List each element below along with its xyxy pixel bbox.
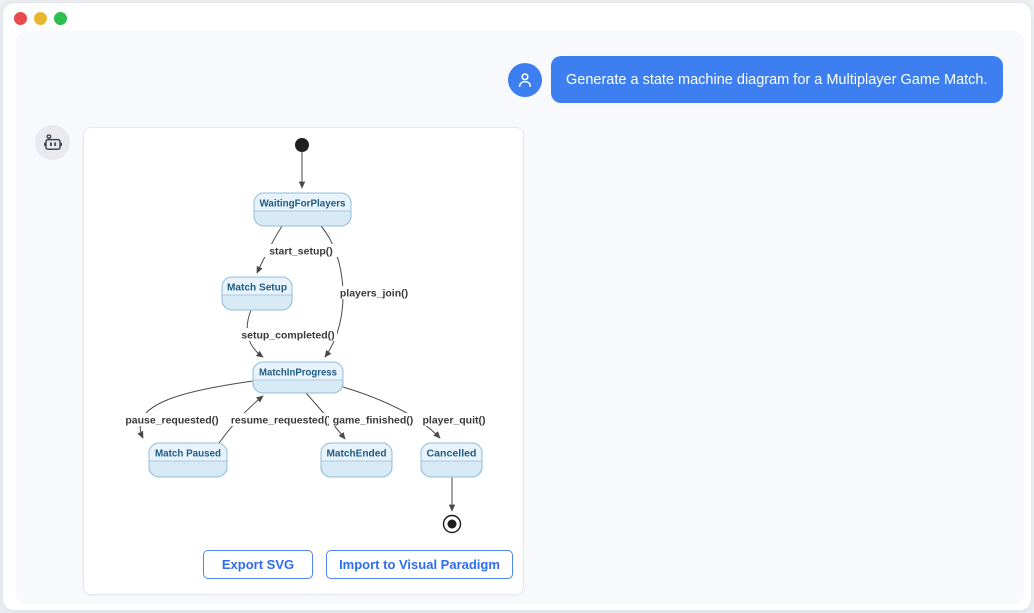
svg-text:Match Paused: Match Paused	[155, 448, 221, 460]
robot-icon	[43, 134, 62, 150]
svg-text:player_quit(): player_quit()	[422, 415, 485, 427]
diagram-card: start_setup() players_join() setup_compl…	[83, 127, 524, 595]
initial-state-node	[295, 138, 309, 152]
zoom-window-button[interactable]	[54, 12, 67, 25]
bot-avatar	[35, 125, 70, 160]
minimize-window-button[interactable]	[34, 12, 47, 25]
svg-text:MatchInProgress: MatchInProgress	[259, 367, 337, 379]
svg-text:players_join(): players_join()	[340, 288, 408, 300]
state-matchinprogress: MatchInProgress	[252, 361, 344, 394]
svg-text:pause_requested(): pause_requested()	[125, 415, 218, 427]
svg-text:game_finished(): game_finished()	[333, 415, 414, 427]
svg-text:resume_requested(): resume_requested()	[231, 415, 331, 427]
person-icon	[518, 73, 532, 87]
final-state-node	[442, 514, 462, 534]
user-message-bubble: Generate a state machine diagram for a M…	[551, 56, 1003, 103]
transition-label-resume-requested: resume_requested()	[228, 413, 334, 427]
transition-label-player-quit: player_quit()	[417, 413, 491, 427]
svg-text:WaitingForPlayers: WaitingForPlayers	[260, 198, 346, 210]
user-avatar	[508, 63, 542, 97]
close-window-button[interactable]	[14, 12, 27, 25]
transition-label-setup-completed: setup_completed()	[239, 328, 337, 342]
state-match-setup: Match Setup	[221, 276, 293, 311]
chat-panel: Generate a state machine diagram for a M…	[16, 31, 1024, 604]
state-waitingforplayers: WaitingForPlayers	[253, 192, 352, 227]
state-matchended: MatchEnded	[320, 442, 393, 478]
export-svg-button[interactable]: Export SVG	[203, 550, 313, 579]
state-machine-diagram: start_setup() players_join() setup_compl…	[122, 138, 491, 534]
transition-label-game-finished: game_finished()	[329, 413, 417, 427]
svg-text:Cancelled: Cancelled	[427, 448, 477, 460]
state-match-paused: Match Paused	[148, 442, 228, 478]
svg-text:Match Setup: Match Setup	[227, 282, 287, 294]
transition-label-start-setup: start_setup()	[263, 244, 339, 258]
transition-label-players-join: players_join()	[334, 286, 414, 300]
state-cancelled: Cancelled	[420, 442, 483, 478]
transition-label-pause-requested: pause_requested()	[122, 413, 222, 427]
svg-text:setup_completed(): setup_completed()	[241, 330, 334, 342]
import-visual-paradigm-button[interactable]: Import to Visual Paradigm	[326, 550, 513, 579]
window-controls	[14, 12, 67, 25]
edge-player-quit	[342, 386, 441, 439]
svg-text:MatchEnded: MatchEnded	[327, 448, 387, 460]
svg-text:start_setup(): start_setup()	[269, 246, 333, 258]
user-message-text: Generate a state machine diagram for a M…	[566, 71, 988, 88]
edge-pause-requested	[137, 380, 254, 439]
